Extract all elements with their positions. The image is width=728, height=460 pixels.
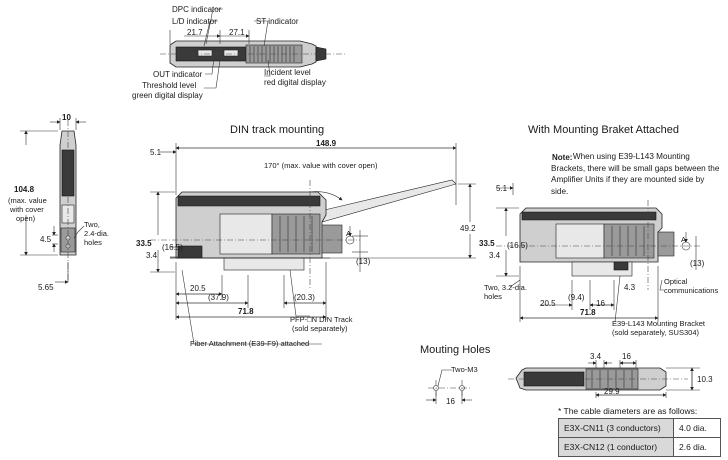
dim-4-5: 4.5 [40, 235, 52, 244]
din-drawing [150, 143, 476, 345]
bracket-dim-20-5: 20.5 [540, 299, 556, 308]
cable-dia-cell: 4.0 dia. [673, 418, 721, 438]
mounting-holes-title: Mouting Holes [420, 344, 491, 356]
din-angle-label: 170° (max. value with cover open) [264, 161, 378, 170]
bracket-note-label: Note: [552, 153, 572, 162]
out-indicator-label: OUT indicator [153, 70, 203, 79]
dim-height-104-8: 104.8 [14, 185, 35, 194]
bracket-note: Note: When using E39-L143 Mounting Brack… [551, 151, 721, 197]
dim-5-65: 5.65 [38, 283, 54, 292]
top-view [160, 8, 345, 89]
side-holes-label-1: Two, [84, 220, 100, 229]
optical-label-1: Optical [664, 277, 688, 286]
height-note-3: open) [16, 214, 36, 223]
bracket-dim-16-5: (16.5) [507, 241, 528, 250]
bracket-dim-9-4: (9.4) [568, 293, 585, 302]
bracket-dim-4-3: 4.3 [624, 283, 636, 292]
mounting-holes-drawing [426, 369, 472, 404]
bracket-dim-3-4: 3.4 [489, 251, 501, 260]
cable-table-caption: * The cable diameters are as follows: [558, 406, 698, 416]
bracket-dim-71-8: 71.8 [580, 308, 596, 317]
din-dim-37-9: (37.9) [208, 293, 229, 302]
fiber-attachment-label: Fiber Attachment (E39-F9) attached [190, 339, 309, 348]
end-dim-16: 16 [622, 352, 631, 361]
threshold-label-2: green digital display [132, 91, 203, 100]
cable-model-cell: E3X-CN12 (1 conductor) [558, 437, 674, 457]
end-dim-29-9: 29.9 [604, 387, 620, 396]
bracket-part-label-2: (sold separately, SUS304) [612, 328, 699, 337]
bracket-dim-33-5: 33.5 [479, 239, 495, 248]
bracket-dim-16: 16 [596, 299, 605, 308]
side-holes-label-2: 2.4-dia. [84, 229, 109, 238]
din-dim-3-4: 3.4 [146, 251, 158, 260]
bracket-part-label-1: E39-L143 Mounting Bracket [612, 319, 706, 328]
end-dim-3-4: 3.4 [590, 352, 602, 361]
incident-label-1: Incident level [264, 68, 311, 77]
end-view-drawing [508, 360, 700, 398]
height-note-1: (max. value [8, 196, 47, 205]
din-title: DIN track mounting [230, 124, 324, 136]
din-dim-71-8: 71.8 [238, 307, 254, 316]
dpc-indicator-label: DPC indicator [172, 5, 222, 14]
holes-dim-16: 16 [446, 397, 455, 406]
din-dim-49-2: 49.2 [460, 224, 476, 233]
din-dim-5-1: 5.1 [150, 148, 162, 157]
din-dim-33-5: 33.5 [136, 239, 152, 248]
din-dim-16-5: (16.5) [162, 243, 183, 252]
side-holes-label-3: holes [84, 238, 102, 247]
bracket-holes-label-1: Two, 3.2-dia. [484, 283, 527, 292]
bracket-title: With Mounting Braket Attached [528, 124, 679, 136]
ld-indicator-label: L/D indicator [172, 17, 217, 26]
din-track-label-2: (sold separately) [292, 324, 348, 333]
din-dim-148-9: 148.9 [316, 139, 337, 148]
din-dim-20-3: (20.3) [294, 293, 315, 302]
din-a-mark: A [346, 229, 351, 238]
optical-label-2: communications [664, 286, 718, 295]
table-row: E3X-CN12 (1 conductor) 2.6 dia. [558, 437, 721, 457]
dim-width-10: 10 [62, 113, 71, 122]
bracket-dim-13: (13) [690, 259, 705, 268]
height-note-2: with cover [9, 205, 44, 214]
dim-21-7: 21.7 [187, 28, 203, 37]
cable-diameter-table: E3X-CN11 (3 conductors) 4.0 dia. E3X-CN1… [558, 418, 721, 457]
bracket-holes-label-2: holes [484, 292, 502, 301]
din-dim-20-5: 20.5 [190, 284, 206, 293]
threshold-label-1: Threshold level [142, 81, 196, 90]
din-dim-13: (13) [356, 257, 371, 266]
dim-27-1: 27.1 [229, 28, 245, 37]
incident-label-2: red digital display [264, 78, 326, 87]
end-dim-10-3: 10.3 [697, 375, 713, 384]
bracket-a-mark: A [681, 235, 686, 244]
cable-model-cell: E3X-CN11 (3 conductors) [558, 418, 674, 438]
st-indicator-label: ST indicator [256, 17, 299, 26]
cable-dia-cell: 2.6 dia. [673, 437, 721, 457]
bracket-note-text: When using E39-L143 Mounting Brackets, t… [551, 152, 720, 196]
two-m3-label: Two-M3 [451, 365, 478, 374]
din-track-label-1: PFP-□N DIN Track [290, 315, 353, 324]
bracket-dim-5-1: 5.1 [496, 184, 508, 193]
table-row: E3X-CN11 (3 conductors) 4.0 dia. [558, 418, 721, 438]
bracket-drawing [496, 183, 700, 323]
side-view [20, 118, 86, 284]
